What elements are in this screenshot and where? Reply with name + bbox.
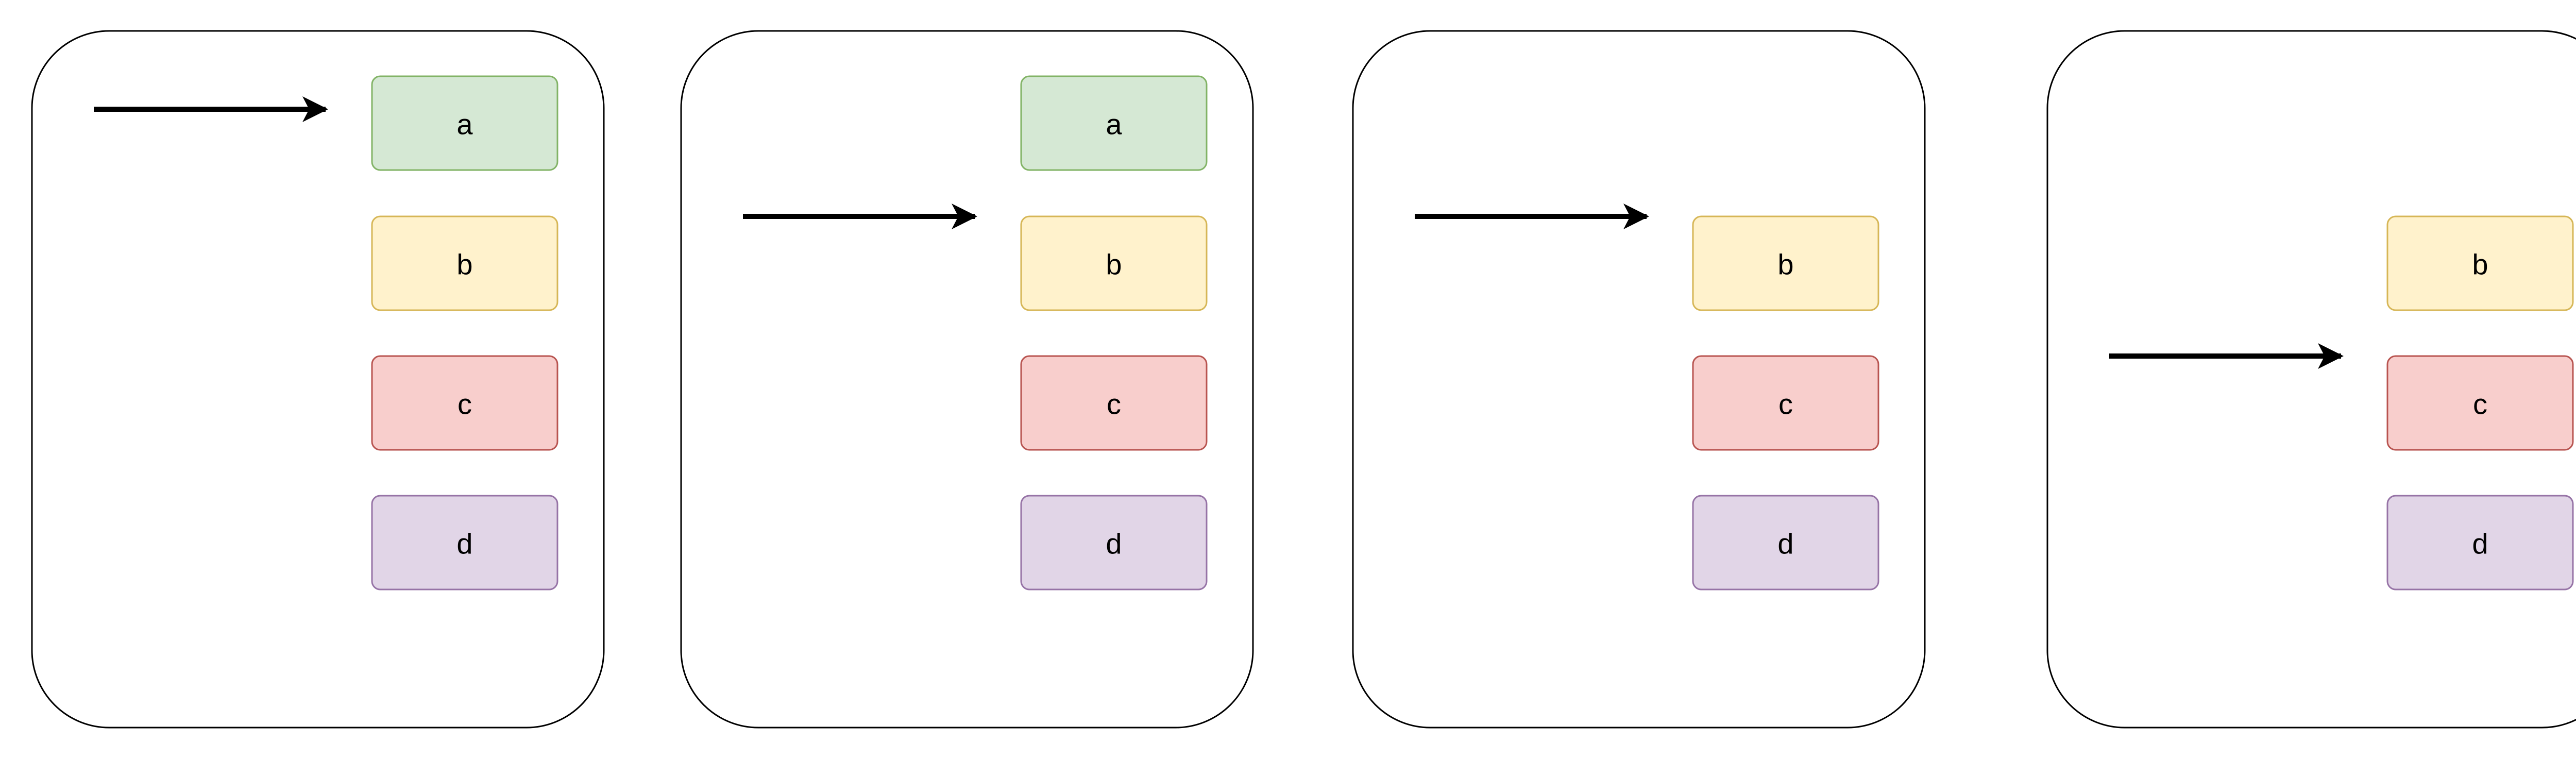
block-b-label: b [1106,248,1122,281]
queue-panel-4: b c d [2046,30,2576,729]
block-a-box [371,75,558,171]
block-b-box [2386,215,2574,311]
block-c-label: c [1107,388,1121,420]
block-d-label: d [456,528,472,560]
queue-panel-3: b c d [1352,30,1926,729]
block-d: d [1692,495,1879,591]
block-b-box [371,215,558,311]
block-a-box [1020,75,1208,171]
block-b: b [371,215,558,311]
queue-panel-2: a b c d [680,30,1254,729]
block-b-box [1692,215,1879,311]
block-d-label: d [1106,528,1122,560]
queue-panel-1: a b c d [31,30,605,729]
block-d-box [1692,495,1879,591]
block-d-label: d [2472,528,2488,560]
block-d-box [2386,495,2574,591]
block-a-label: a [456,108,473,141]
block-c: c [2386,355,2574,451]
block-b-label: b [2472,248,2488,281]
block-b: b [1692,215,1879,311]
block-c-box [371,355,558,451]
block-a: a [371,75,558,171]
block-c-box [2386,355,2574,451]
block-c-label: c [2473,388,2487,420]
block-b-label: b [456,248,472,281]
block-d-label: d [1777,528,1793,560]
block-b-box [1020,215,1208,311]
block-d: d [2386,495,2574,591]
block-a: a [1020,75,1208,171]
block-c: c [1020,355,1208,451]
block-c-box [1692,355,1879,451]
block-b: b [1020,215,1208,311]
block-c-label: c [1778,388,1793,420]
block-c-box [1020,355,1208,451]
block-d-box [1020,495,1208,591]
block-c: c [371,355,558,451]
block-d: d [371,495,558,591]
block-c-label: c [457,388,472,420]
block-a-label: a [1106,108,1122,141]
block-b-label: b [1777,248,1793,281]
block-c: c [1692,355,1879,451]
block-d-box [371,495,558,591]
block-d: d [1020,495,1208,591]
block-b: b [2386,215,2574,311]
